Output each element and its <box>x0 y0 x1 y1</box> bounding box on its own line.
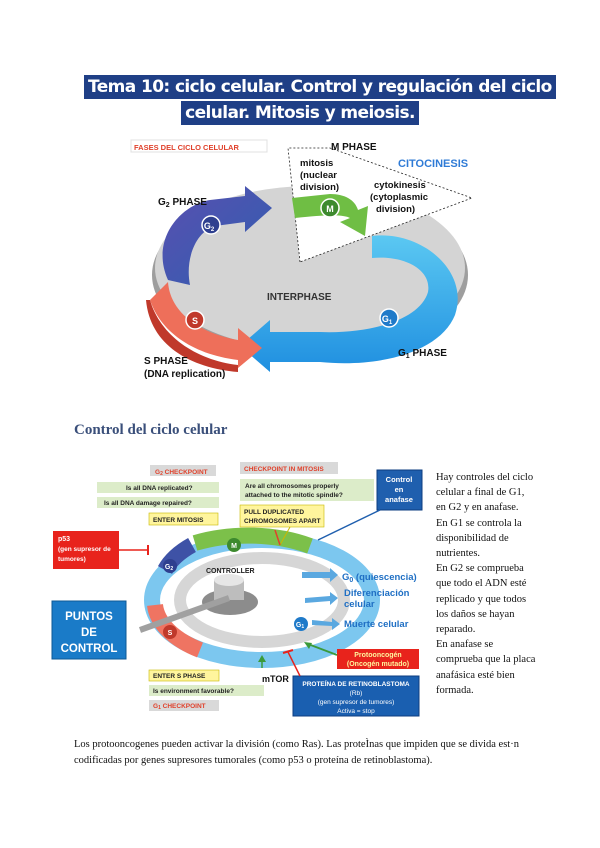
svg-text:PUNTOS: PUNTOS <box>65 611 113 623</box>
citocinesis-label: CITOCINESIS <box>398 158 468 170</box>
title-line-2: celular. Mitosis y meiosis. <box>181 101 419 125</box>
svg-text:Activa = stop: Activa = stop <box>337 708 375 715</box>
page-title: Tema 10: ciclo celular. Control y regula… <box>84 75 556 127</box>
svg-text:division): division) <box>376 204 415 215</box>
section-heading: Control del ciclo celular <box>74 422 228 438</box>
svg-text:(Oncogén mutado): (Oncogén mutado) <box>347 661 409 668</box>
q-env-box <box>149 685 264 696</box>
svg-text:G1: G1 <box>296 622 304 630</box>
badge-m <box>320 198 340 218</box>
svg-text:DE: DE <box>81 627 97 639</box>
m-phase-label: M PHASE <box>331 142 377 153</box>
svg-text:G1 CHECKPOINT: G1 CHECKPOINT <box>153 703 206 711</box>
g2-checkpoint-label: G2 CHECKPOINT <box>155 469 208 477</box>
svg-text:CHECKPOINT IN MITOSIS: CHECKPOINT IN MITOSIS <box>244 466 324 473</box>
p53-box <box>53 531 119 569</box>
svg-text:M: M <box>326 204 334 214</box>
svg-text:PROTEÍNA DE RETINOBLASTOMA: PROTEÍNA DE RETINOBLASTOMA <box>302 679 410 688</box>
pull-chromosomes-box <box>239 504 325 528</box>
ring-m <box>192 527 313 554</box>
g1-arrow <box>240 235 458 372</box>
svg-text:S: S <box>192 316 198 326</box>
side-text-p4: En anafase se comprueba que la placa ana… <box>436 639 536 696</box>
svg-text:(gen supresor de: (gen supresor de <box>58 546 111 553</box>
svg-text:G2: G2 <box>204 221 215 233</box>
svg-text:division): division) <box>300 182 339 193</box>
svg-text:M: M <box>231 543 237 550</box>
s-arrow <box>150 282 262 368</box>
rb-box <box>292 675 420 717</box>
interphase-label: INTERPHASE <box>267 292 332 303</box>
svg-text:S: S <box>168 630 173 637</box>
svg-text:anafase: anafase <box>385 495 413 504</box>
svg-text:G2: G2 <box>165 564 173 572</box>
svg-text:tumores): tumores) <box>58 556 86 563</box>
mitosis-label: mitosis <box>300 158 333 169</box>
g1-checkpoint-box <box>149 700 219 711</box>
svg-text:Is all DNA damage repaired?: Is all DNA damage repaired? <box>104 500 192 507</box>
protooncogen-box <box>337 649 419 669</box>
diferenciacion-label: Diferenciación <box>344 588 410 599</box>
g2-checkpoint-box <box>150 465 216 476</box>
ctrl-badge-m <box>227 538 241 552</box>
muerte-label: Muerte celular <box>344 619 409 630</box>
q-dna-damage-box <box>97 497 219 508</box>
svg-text:(cytoplasmic: (cytoplasmic <box>370 192 428 203</box>
svg-text:G1: G1 <box>382 314 393 326</box>
title-line-1: Tema 10: ciclo celular. Control y regula… <box>84 75 556 99</box>
svg-text:(DNA replication): (DNA replication) <box>144 369 225 380</box>
m-phase-wedge <box>287 147 474 263</box>
controller-top <box>214 574 244 586</box>
svg-text:Control: Control <box>386 475 413 484</box>
controller-label: CONTROLLER <box>206 568 255 575</box>
side-text-p3: En G2 se comprueba que todo el ADN esté … <box>436 563 527 636</box>
svg-text:Is environment favorable?: Is environment favorable? <box>153 688 234 695</box>
svg-text:p53: p53 <box>58 536 70 543</box>
svg-text:attached to the mitotic spindl: attached to the mitotic spindle? <box>245 492 343 499</box>
badge-s <box>185 310 205 330</box>
enter-s-box <box>148 669 220 682</box>
svg-text:Is all DNA replicated?: Is all DNA replicated? <box>126 485 193 492</box>
ctrl-badge-s <box>163 625 177 639</box>
svg-text:CHROMOSOMES APART: CHROMOSOMES APART <box>244 518 321 525</box>
control-anafase-box <box>376 469 423 511</box>
mtor-label: mTOR <box>262 674 289 684</box>
s-arrow-edge <box>146 300 238 372</box>
puntos-control-box <box>51 600 127 660</box>
svg-text:ENTER MITOSIS: ENTER MITOSIS <box>153 517 204 524</box>
badge-g2 <box>201 215 221 235</box>
svg-text:en: en <box>395 485 404 494</box>
cytokinesis-label: cytokinesis <box>374 180 426 191</box>
g1-phase-label: G1 PHASE <box>398 348 447 360</box>
svg-text:PULL DUPLICATED: PULL DUPLICATED <box>244 509 304 516</box>
svg-text:(nuclear: (nuclear <box>300 170 337 181</box>
q-dna-replicated-box <box>97 482 219 493</box>
side-text-p2: En G1 se controla la disponibilidad de n… <box>436 517 522 560</box>
mitosis-checkpoint-box <box>240 462 338 474</box>
svg-text:celular: celular <box>344 599 375 610</box>
fases-label: FASES DEL CICLO CELULAR <box>134 143 239 152</box>
footer-paragraph: Los protooncogenes pueden activar la div… <box>74 739 519 766</box>
side-text: Hay controles del ciclo celular a final … <box>436 470 536 698</box>
g0-label: G0 (quiescencia) <box>342 572 417 584</box>
badge-g1 <box>379 308 399 328</box>
ctrl-badge-g2 <box>163 559 177 573</box>
q-spindle-box <box>240 479 374 501</box>
enter-mitosis-box <box>148 512 219 526</box>
g2-phase-label: G2 PHASE <box>158 197 207 209</box>
side-text-p1: Hay controles del ciclo celular a final … <box>436 472 534 514</box>
svg-text:(gen supresor de tumores): (gen supresor de tumores) <box>318 699 395 706</box>
g2-arrow <box>162 186 272 285</box>
inner-ring <box>174 552 350 648</box>
svg-text:ENTER S PHASE: ENTER S PHASE <box>153 673 206 680</box>
svg-text:(Rb): (Rb) <box>350 690 363 697</box>
svg-text:Are all chromosomes properly: Are all chromosomes properly <box>245 483 339 490</box>
ctrl-badge-g1 <box>294 617 308 631</box>
svg-text:Protooncogén: Protooncogén <box>354 652 401 659</box>
s-phase-label: S PHASE <box>144 356 188 367</box>
controller-hand <box>138 595 231 633</box>
svg-text:CONTROL: CONTROL <box>61 643 118 655</box>
